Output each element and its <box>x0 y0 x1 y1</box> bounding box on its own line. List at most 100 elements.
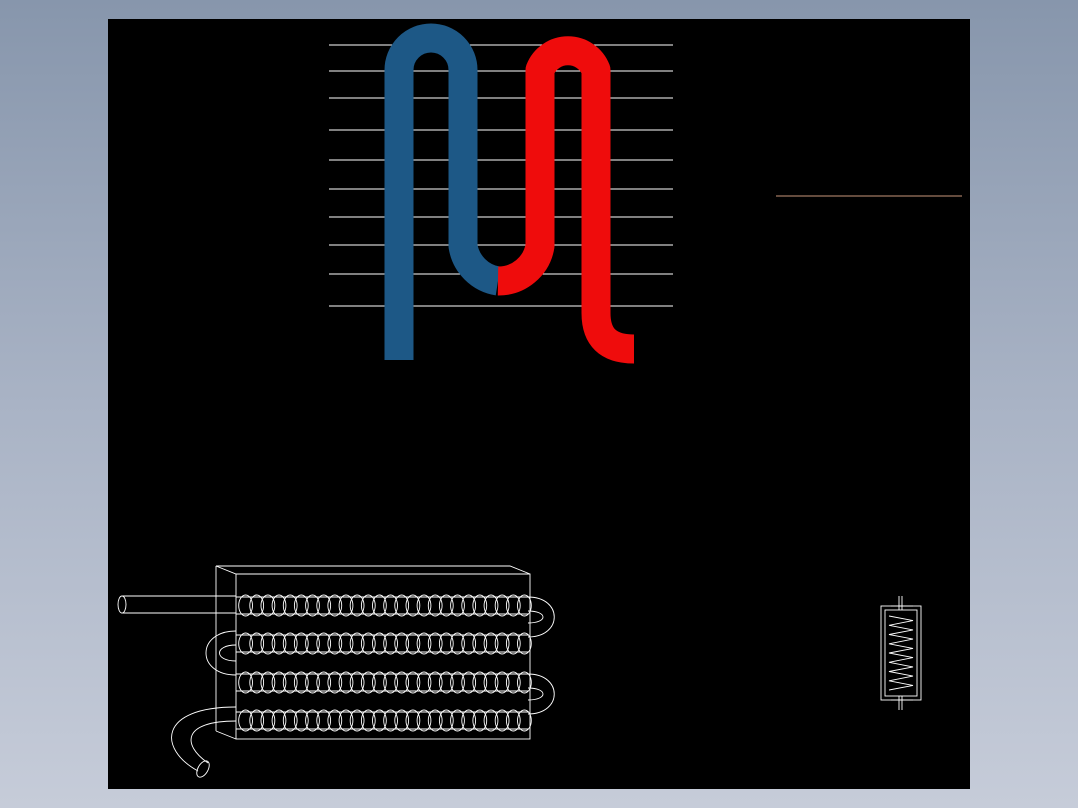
fin <box>438 709 454 732</box>
fin <box>383 632 398 655</box>
coil-frame <box>215 565 531 740</box>
fin <box>249 671 265 694</box>
fin <box>338 594 354 617</box>
fin <box>427 709 443 732</box>
fin <box>238 632 253 655</box>
fin <box>416 671 432 694</box>
fin <box>238 671 253 694</box>
fin <box>360 594 376 617</box>
cad-drawing <box>117 23 962 778</box>
fin <box>461 632 477 655</box>
fin <box>438 671 454 694</box>
fin <box>461 594 477 617</box>
fin <box>472 594 488 617</box>
fin <box>360 671 376 694</box>
fin <box>438 632 454 655</box>
fin <box>427 594 443 617</box>
fin <box>349 632 365 655</box>
fin <box>372 632 387 655</box>
fin <box>293 709 309 732</box>
fin <box>271 671 287 694</box>
fin <box>249 594 265 617</box>
fin <box>238 594 253 617</box>
fin <box>450 671 465 694</box>
fin <box>416 632 432 655</box>
fin <box>461 671 477 694</box>
right-u-bends <box>527 596 555 715</box>
fin <box>394 671 410 694</box>
inlet-pipe <box>117 595 236 614</box>
fin <box>271 632 287 655</box>
fin <box>450 594 465 617</box>
fin <box>483 671 499 694</box>
fin <box>505 632 521 655</box>
tube-row <box>236 594 532 617</box>
fin <box>271 709 287 732</box>
fin <box>483 594 499 617</box>
serpentine-diagram <box>329 23 673 364</box>
fin <box>383 671 398 694</box>
fin <box>293 594 309 617</box>
fin <box>282 709 298 732</box>
fin <box>338 709 354 732</box>
fin <box>483 632 499 655</box>
fin <box>461 709 477 732</box>
fin <box>517 709 532 732</box>
hot-tube <box>497 36 635 364</box>
fin <box>349 709 365 732</box>
side-view-coil <box>888 615 914 691</box>
fin <box>405 594 421 617</box>
fin <box>305 632 320 655</box>
fin <box>327 632 343 655</box>
fin <box>472 632 488 655</box>
fin <box>494 709 510 732</box>
fin <box>372 671 387 694</box>
cold-tube <box>384 23 502 360</box>
fin <box>505 709 521 732</box>
fin <box>282 671 298 694</box>
fin <box>282 632 298 655</box>
tube-row <box>236 671 532 694</box>
fin <box>405 632 421 655</box>
fin <box>327 594 343 617</box>
fin <box>293 671 309 694</box>
fin <box>282 594 298 617</box>
left-u-bends <box>205 630 237 676</box>
fin <box>327 671 343 694</box>
fin <box>494 632 510 655</box>
fin <box>260 709 276 732</box>
fin <box>494 671 510 694</box>
fin <box>394 709 410 732</box>
fin <box>316 671 332 694</box>
fin <box>416 594 432 617</box>
fin <box>505 671 521 694</box>
fin <box>438 594 454 617</box>
tube-row <box>236 632 532 655</box>
fin <box>517 594 532 617</box>
fin <box>383 594 398 617</box>
fin <box>483 709 499 732</box>
fin <box>450 632 465 655</box>
fin <box>505 594 521 617</box>
fin <box>238 709 253 732</box>
fin <box>316 709 332 732</box>
fin <box>360 632 376 655</box>
tube-row <box>236 709 532 732</box>
cad-viewport[interactable] <box>108 19 970 789</box>
fin <box>450 709 465 732</box>
isometric-coil <box>117 565 555 778</box>
fin <box>472 709 488 732</box>
fin <box>427 632 443 655</box>
fin <box>372 709 387 732</box>
fin <box>372 594 387 617</box>
fin <box>517 671 532 694</box>
fin <box>405 671 421 694</box>
fin <box>349 671 365 694</box>
side-view <box>880 596 922 710</box>
fin <box>416 709 432 732</box>
fin <box>305 709 320 732</box>
fin <box>293 632 309 655</box>
fin <box>260 632 276 655</box>
fin <box>305 594 320 617</box>
fin <box>338 671 354 694</box>
